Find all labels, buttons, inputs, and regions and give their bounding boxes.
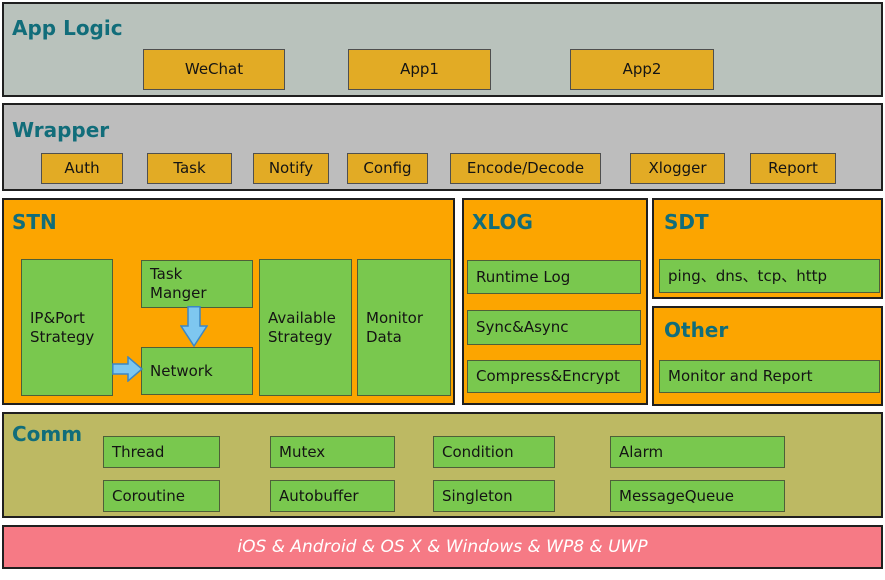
comm-box-autobuffer: Autobuffer xyxy=(270,480,395,512)
other-section: Other Monitor and Report xyxy=(652,306,883,406)
stn-box-network: Network xyxy=(141,347,253,395)
app-box-wechat: WeChat xyxy=(143,49,285,90)
xlog-title: XLOG xyxy=(472,210,533,234)
comm-section: Comm Thread Mutex Condition Alarm Corout… xyxy=(2,412,883,518)
platform-bar: iOS & Android & OS X & Windows & WP8 & U… xyxy=(2,525,883,569)
app-logic-section: App Logic WeChat App1 App2 xyxy=(2,2,883,97)
stn-box-available-strategy: Available Strategy xyxy=(259,259,352,396)
app-box-app1: App1 xyxy=(348,49,491,90)
wrapper-box-config: Config xyxy=(347,153,428,184)
stn-box-task-manager: Task Manger xyxy=(141,260,253,308)
comm-box-mutex: Mutex xyxy=(270,436,395,468)
xlog-box-runtime-log: Runtime Log xyxy=(467,260,641,294)
comm-box-messagequeue: MessageQueue xyxy=(610,480,785,512)
other-box-monitor-report: Monitor and Report xyxy=(659,360,880,393)
wrapper-box-xlogger: Xlogger xyxy=(630,153,725,184)
stn-section: STN IP&Port Strategy Task Manger Network… xyxy=(2,198,455,405)
xlog-section: XLOG Runtime Log Sync&Async Compress&Enc… xyxy=(462,198,648,405)
comm-box-coroutine: Coroutine xyxy=(103,480,220,512)
wrapper-box-task: Task xyxy=(147,153,232,184)
wrapper-title: Wrapper xyxy=(12,118,110,142)
comm-box-alarm: Alarm xyxy=(610,436,785,468)
other-title: Other xyxy=(664,318,729,342)
platform-bar-label: iOS & Android & OS X & Windows & WP8 & U… xyxy=(237,537,648,557)
sdt-title: SDT xyxy=(664,210,709,234)
wrapper-box-encode-decode: Encode/Decode xyxy=(450,153,601,184)
comm-box-singleton: Singleton xyxy=(433,480,555,512)
arrow-down-icon xyxy=(180,306,208,347)
xlog-box-compress-encrypt: Compress&Encrypt xyxy=(467,360,641,393)
sdt-box-protocols: ping、dns、tcp、http xyxy=(659,259,880,293)
app-logic-title: App Logic xyxy=(12,16,123,40)
wrapper-box-auth: Auth xyxy=(41,153,123,184)
comm-title: Comm xyxy=(12,422,83,446)
wrapper-box-notify: Notify xyxy=(253,153,329,184)
arrow-right-icon xyxy=(112,356,143,382)
app-box-app2: App2 xyxy=(570,49,714,90)
wrapper-section: Wrapper Auth Task Notify Config Encode/D… xyxy=(2,103,883,191)
stn-title: STN xyxy=(12,210,57,234)
stn-box-monitor-data: Monitor Data xyxy=(357,259,451,396)
xlog-box-sync-async: Sync&Async xyxy=(467,310,641,345)
sdt-section: SDT ping、dns、tcp、http xyxy=(652,198,883,299)
comm-box-thread: Thread xyxy=(103,436,220,468)
stn-box-ip-port-strategy: IP&Port Strategy xyxy=(21,259,113,396)
comm-box-condition: Condition xyxy=(433,436,555,468)
wrapper-box-report: Report xyxy=(750,153,836,184)
